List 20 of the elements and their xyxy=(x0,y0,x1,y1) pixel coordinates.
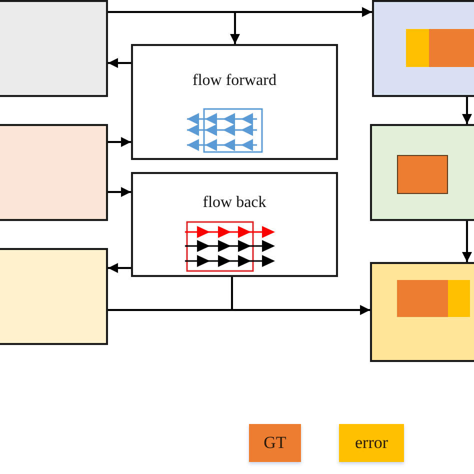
box-label: flow back xyxy=(202,194,268,212)
arrow xyxy=(462,97,472,124)
arrow xyxy=(108,263,131,273)
box-label: flow forward xyxy=(192,72,278,90)
arrow xyxy=(108,305,370,315)
empty-box xyxy=(372,0,474,97)
arrow xyxy=(108,11,240,44)
arrow xyxy=(108,58,131,68)
process-box xyxy=(131,172,338,277)
arrow xyxy=(108,137,131,147)
process-box xyxy=(131,44,338,160)
empty-box xyxy=(0,248,108,345)
empty-box xyxy=(370,124,474,221)
arrow xyxy=(108,187,131,197)
empty-box xyxy=(370,262,474,362)
arrow xyxy=(462,221,472,262)
empty-box xyxy=(0,0,108,97)
legend-text: GT xyxy=(264,433,286,453)
legend-text: error xyxy=(354,433,388,453)
empty-box xyxy=(0,124,108,221)
